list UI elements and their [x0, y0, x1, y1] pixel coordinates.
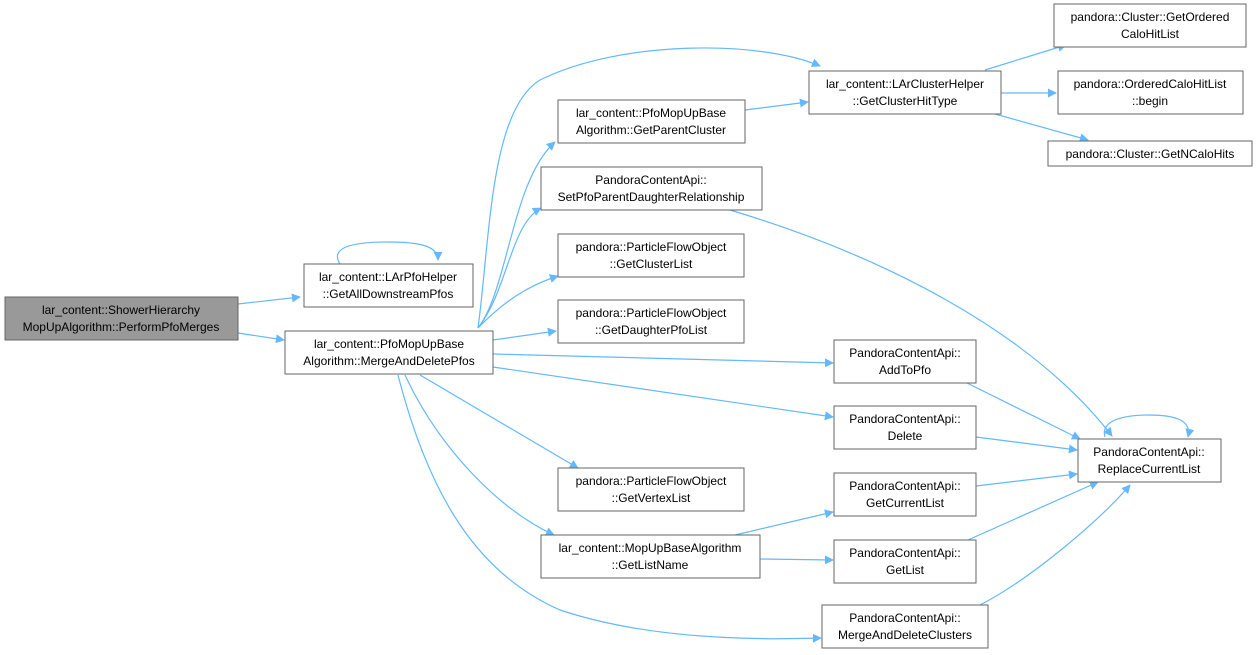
- node-label-line2: CaloHitList: [1121, 27, 1180, 41]
- edge-delete-replacecurrentlist: [975, 436, 1078, 454]
- node-label-line1: PandoraContentApi::: [849, 346, 960, 360]
- node-delete[interactable]: PandoraContentApi:: Delete: [833, 405, 977, 450]
- edge-mergeanddeletepfos-delete: [492, 366, 834, 421]
- node-label-line1: PandoraContentApi::: [849, 479, 960, 493]
- edge-getcurrentlist-replacecurrentlist: [975, 470, 1078, 487]
- edge-addtopfo-replacecurrentlist: [964, 381, 1081, 440]
- edge-getparentcluster-getclusterhittype: [744, 98, 809, 111]
- node-get-list[interactable]: PandoraContentApi:: GetList: [833, 539, 977, 584]
- node-label-line2: GetCurrentList: [866, 496, 945, 510]
- node-label-line1: PandoraContentApi::: [849, 611, 960, 625]
- node-label-line1: pandora::Cluster::GetOrdered: [1071, 10, 1230, 24]
- node-label-line2: MopUpAlgorithm::PerformPfoMerges: [23, 320, 220, 334]
- node-label-line1: PandoraContentApi::: [849, 412, 960, 426]
- node-perform-pfo-merges[interactable]: lar_content::ShowerHierarchy MopUpAlgori…: [4, 296, 239, 341]
- node-get-vertex-list[interactable]: pandora::ParticleFlowObject ::GetVertexL…: [557, 467, 745, 512]
- node-label-line2: ::begin: [1132, 94, 1168, 108]
- edge-getalldownstreampfos-self: [337, 241, 443, 265]
- node-ordered-calo-hit-list-begin[interactable]: pandora::OrderedCaloHitList ::begin: [1057, 70, 1244, 115]
- node-label-line2: GetList: [886, 563, 925, 577]
- node-label-line1: pandora::ParticleFlowObject: [576, 474, 727, 488]
- node-merge-and-delete-clusters[interactable]: PandoraContentApi:: MergeAndDeleteCluste…: [821, 604, 989, 649]
- node-label-line1: lar_content::PfoMopUpBase: [576, 106, 726, 120]
- node-label-line2: ::GetDaughterPfoList: [595, 323, 708, 337]
- edge-getclusterhittype-getncalohits: [994, 113, 1089, 143]
- edges: [237, 43, 1195, 643]
- node-label-line2: AddToPfo: [879, 363, 931, 377]
- nodes: lar_content::ShowerHierarchy MopUpAlgori…: [4, 3, 1253, 649]
- edge-getlistname-getcurrentlist: [734, 509, 834, 536]
- node-label-line1: lar_content::ShowerHierarchy: [42, 303, 200, 317]
- node-label-line1: lar_content::LArClusterHelper: [826, 77, 984, 91]
- node-label-line2: ::GetAllDownstreamPfos: [323, 287, 454, 301]
- node-get-list-name[interactable]: lar_content::MopUpBaseAlgorithm ::GetLis…: [540, 534, 761, 579]
- edge-getlist-replacecurrentlist: [967, 481, 1099, 541]
- edge-mergeanddeletepfos-getclusterhittype: [477, 47, 821, 329]
- node-label-line1: lar_content::PfoMopUpBase: [314, 337, 464, 351]
- edge-mergeanddeletepfos-getclusterlist: [477, 274, 559, 329]
- node-label-line2: ::GetClusterHitType: [853, 94, 958, 108]
- edge-mergeanddeletepfos-addtopfo: [492, 353, 834, 368]
- node-label-line2: SetPfoParentDaughterRelationship: [558, 190, 745, 204]
- edge-getclusterhittype-getorderedcalohitlist: [984, 43, 1067, 71]
- node-get-n-calo-hits[interactable]: pandora::Cluster::GetNCaloHits: [1047, 140, 1253, 167]
- node-label-line2: Delete: [888, 429, 923, 443]
- edge-performpfomerges-mergeanddeletepfos: [237, 332, 285, 344]
- node-add-to-pfo[interactable]: PandoraContentApi:: AddToPfo: [833, 339, 977, 384]
- node-label-line2: MergeAndDeleteClusters: [838, 628, 972, 642]
- edge-mergeanddeleteclusters-replacecurrentlist: [977, 484, 1131, 607]
- node-label-line1: lar_content::LArPfoHelper: [319, 270, 457, 284]
- node-get-current-list[interactable]: PandoraContentApi:: GetCurrentList: [833, 472, 977, 517]
- node-get-parent-cluster[interactable]: lar_content::PfoMopUpBase Algorithm::Get…: [557, 99, 746, 144]
- edge-setpfoparentdaughter-replacecurrentlist: [729, 209, 1113, 437]
- node-label-line1: pandora::ParticleFlowObject: [576, 306, 727, 320]
- node-label-line1: pandora::ParticleFlowObject: [576, 240, 727, 254]
- node-label-line2: ReplaceCurrentList: [1098, 462, 1201, 476]
- node-label-line1: lar_content::MopUpBaseAlgorithm: [559, 541, 742, 555]
- edge-mergeanddeletepfos-getlistname: [404, 374, 555, 536]
- node-label-line2: ::GetClusterList: [610, 257, 693, 271]
- node-merge-and-delete-pfos[interactable]: lar_content::PfoMopUpBase Algorithm::Mer…: [284, 330, 494, 375]
- node-get-all-downstream-pfos[interactable]: lar_content::LArPfoHelper ::GetAllDownst…: [303, 263, 474, 308]
- edge-getlistname-getlist: [759, 555, 834, 565]
- node-label-line2: ::GetListName: [612, 558, 689, 572]
- node-get-cluster-list[interactable]: pandora::ParticleFlowObject ::GetCluster…: [557, 233, 745, 278]
- edge-replacecurrentlist-self: [1103, 414, 1195, 438]
- node-label-line1: PandoraContentApi::: [1093, 445, 1204, 459]
- edge-mergeanddeletepfos-getvertexlist: [419, 374, 579, 469]
- node-label-line2: Algorithm::MergeAndDeletePfos: [303, 354, 474, 368]
- node-label-line2: ::GetVertexList: [612, 491, 691, 505]
- edge-performpfomerges-getalldownstreampfos: [237, 293, 301, 305]
- edge-mergeanddeletepfos-setpfoparentdaughter: [477, 207, 542, 329]
- node-set-pfo-parent-daughter[interactable]: PandoraContentApi:: SetPfoParentDaughter…: [540, 166, 763, 211]
- node-get-daughter-pfo-list[interactable]: pandora::ParticleFlowObject ::GetDaughte…: [557, 299, 745, 344]
- node-label-line1: PandoraContentApi::: [849, 546, 960, 560]
- edge-mergeanddeletepfos-mergeanddeleteclusters: [397, 374, 822, 643]
- edge-mergeanddeletepfos-getparentcluster: [477, 141, 556, 329]
- node-label-line1: pandora::OrderedCaloHitList: [1074, 77, 1227, 91]
- node-label-line1: pandora::Cluster::GetNCaloHits: [1066, 147, 1235, 161]
- edge-mergeanddeletepfos-getdaughterpfolist: [492, 327, 557, 341]
- node-label-line1: PandoraContentApi::: [595, 173, 706, 187]
- node-get-cluster-hit-type[interactable]: lar_content::LArClusterHelper ::GetClust…: [808, 70, 1002, 115]
- node-label-line2: Algorithm::GetParentCluster: [576, 123, 726, 137]
- node-replace-current-list[interactable]: PandoraContentApi:: ReplaceCurrentList: [1077, 438, 1222, 483]
- node-get-ordered-calo-hit-list[interactable]: pandora::Cluster::GetOrdered CaloHitList: [1053, 3, 1247, 48]
